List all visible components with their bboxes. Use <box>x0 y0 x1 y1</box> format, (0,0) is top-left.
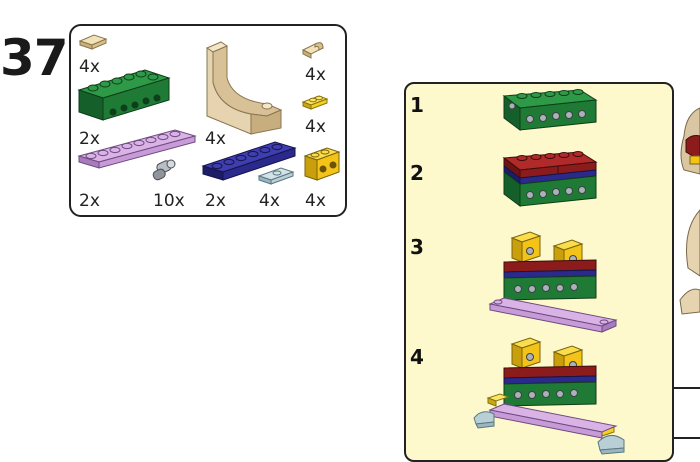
gray-pin-qty: 10x <box>153 191 185 211</box>
yellow-plate-qty: 4x <box>305 117 326 137</box>
substep-1-model <box>502 89 598 131</box>
tan-clip-qty: 4x <box>305 65 326 85</box>
substep-4-model <box>473 337 625 455</box>
step-number: 37 <box>0 29 69 87</box>
parts-callout: 4x 2x 2x 10x <box>69 24 347 217</box>
substep-4-number: 4 <box>410 345 424 369</box>
lavender-plate-icon <box>77 129 197 169</box>
light-blue-plate-icon <box>257 167 295 185</box>
tan-arch-icon <box>205 41 283 135</box>
lavender-plate-qty: 2x <box>79 191 100 211</box>
green-technic-brick-icon <box>77 69 171 121</box>
tan-tile-qty: 4x <box>79 57 100 77</box>
tan-clip-icon <box>301 42 325 59</box>
light-blue-plate-qty: 4x <box>259 191 280 211</box>
yellow-technic-brick-icon <box>303 147 341 181</box>
tan-tile-icon <box>78 34 108 50</box>
sub-build-panel: 1 2 3 <box>404 82 674 462</box>
dark-blue-plate-qty: 2x <box>205 191 226 211</box>
substep-3-number: 3 <box>410 235 424 259</box>
page-divider-horizontal-1 <box>674 387 700 389</box>
green-technic-brick-qty: 2x <box>79 129 100 149</box>
tan-arch-qty: 4x <box>205 129 226 149</box>
dark-blue-plate-icon <box>201 141 297 181</box>
substep-2-model <box>502 151 598 207</box>
page-divider-horizontal-2 <box>674 437 700 439</box>
substep-2-number: 2 <box>410 161 424 185</box>
main-model-partial <box>679 107 700 315</box>
yellow-plate-icon <box>301 95 329 110</box>
substep-3-model <box>488 231 618 333</box>
yellow-technic-brick-qty: 4x <box>305 191 326 211</box>
substep-1-number: 1 <box>410 93 424 117</box>
gray-pin-icon <box>152 159 176 181</box>
